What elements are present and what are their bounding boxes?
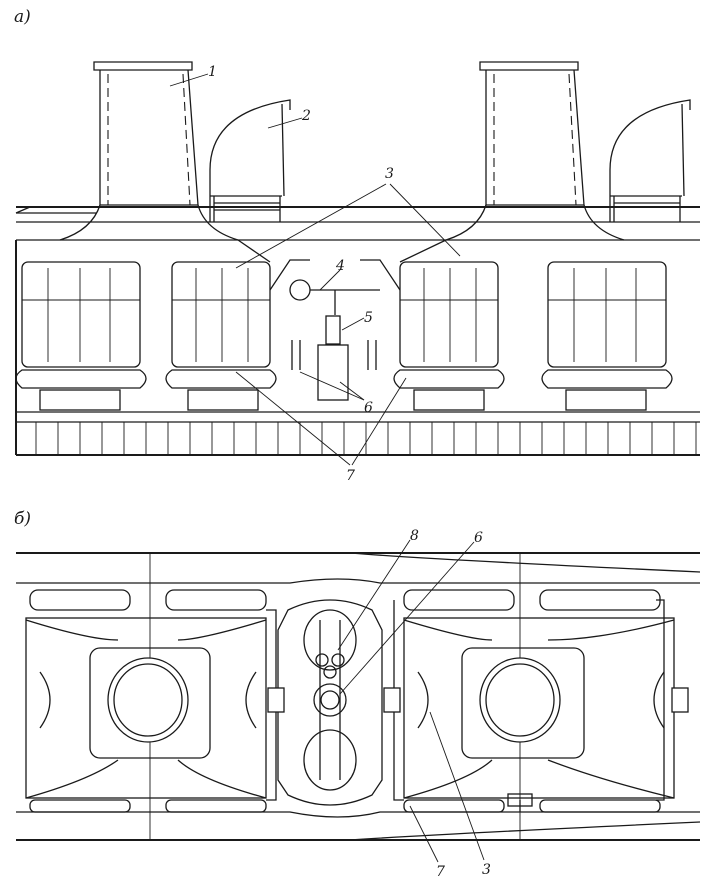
callout-7-side: 7 (346, 468, 355, 484)
funnel-left (59, 61, 239, 241)
view-b-caption: б) (14, 509, 31, 529)
callout-1: 1 (208, 64, 217, 80)
boiler-3 (393, 261, 505, 411)
plan-view: б) (14, 509, 701, 880)
ventilator-left (209, 99, 291, 222)
pump-compartment (277, 599, 383, 806)
boiler-group-right (403, 589, 675, 813)
callout-2: 2 (301, 108, 311, 124)
callout-4: 4 (335, 258, 345, 274)
callout-3: 3 (385, 166, 394, 182)
funnel-right (445, 61, 625, 241)
callout-8: 8 (410, 528, 419, 544)
callout-6-plan: 6 (474, 530, 483, 546)
callout-5: 5 (364, 310, 373, 326)
boiler-4 (541, 261, 673, 411)
double-bottom-frames (35, 422, 697, 455)
side-elevation-view: а) (14, 7, 700, 484)
boiler-group-left (25, 589, 267, 813)
boiler-1 (15, 261, 147, 411)
ventilator-right (609, 99, 691, 222)
callout-7-plan: 7 (436, 864, 445, 880)
view-a-caption: а) (14, 7, 31, 27)
boiler-2 (165, 261, 277, 411)
callout-3-plan: 3 (482, 862, 491, 878)
callout-6-side: 6 (364, 400, 373, 416)
